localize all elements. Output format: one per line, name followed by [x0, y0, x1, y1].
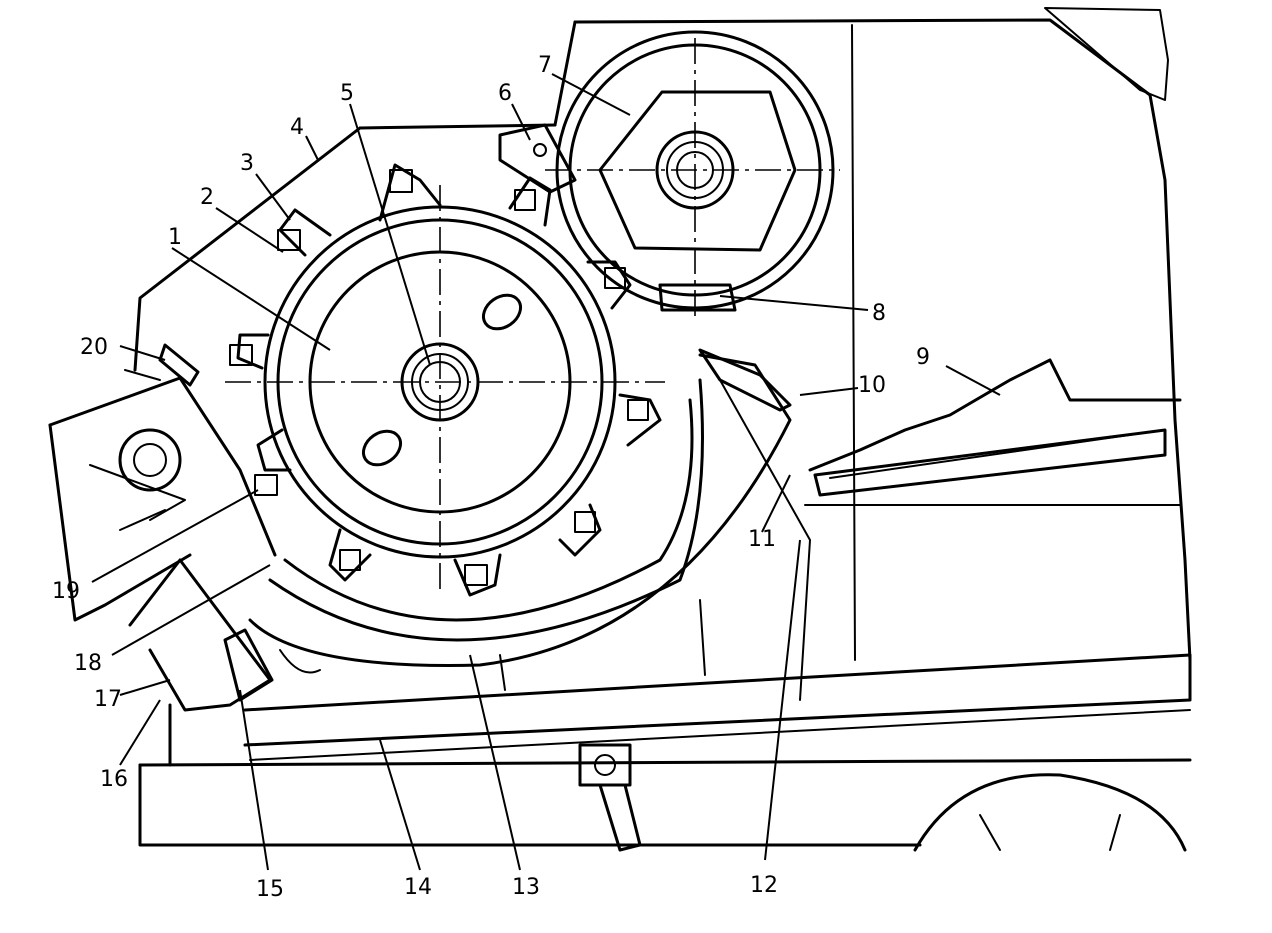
callout-17: 17	[94, 687, 122, 712]
grate-screen	[248, 353, 792, 674]
conveyor	[243, 348, 1192, 852]
callout-19: 19	[52, 579, 80, 604]
callout-15: 15	[256, 877, 284, 902]
callout-12: 12	[750, 873, 778, 898]
inlet-chute	[48, 343, 277, 712]
callout-13: 13	[512, 875, 540, 900]
callout-leaders	[91, 73, 1001, 871]
callout-18: 18	[74, 651, 102, 676]
callout-7: 7	[538, 53, 552, 78]
callout-6: 6	[498, 81, 512, 106]
main-rotor	[225, 185, 665, 590]
callout-14: 14	[404, 875, 432, 900]
callout-10: 10	[858, 373, 886, 398]
callout-16: 16	[100, 767, 128, 792]
callout-20: 20	[80, 335, 108, 360]
callout-2: 2	[200, 185, 214, 210]
callout-labels: 1 2 3 4 5 6 7 8 9 10 11 12 13 14 15 16 1…	[52, 53, 930, 902]
callout-4: 4	[290, 115, 304, 140]
feed-drum	[498, 30, 840, 320]
callout-1: 1	[168, 225, 182, 250]
callout-5: 5	[340, 81, 354, 106]
callout-3: 3	[240, 151, 254, 176]
callout-9: 9	[916, 345, 930, 370]
callout-8: 8	[872, 301, 886, 326]
hammer-plates	[229, 163, 662, 597]
callout-11: 11	[748, 527, 776, 552]
